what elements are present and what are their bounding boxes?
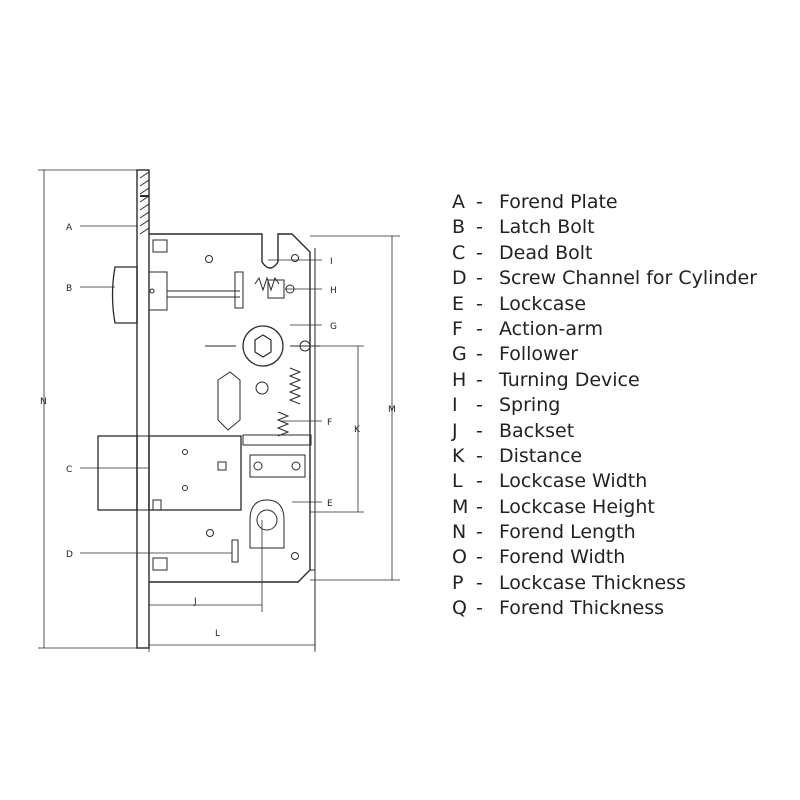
legend: A-Forend Plate B-Latch Bolt C-Dead Bolt … [452,190,757,622]
legend-item-k: K-Distance [452,444,583,467]
label-n: N [40,397,47,407]
label-m: M [388,405,396,415]
forend-plate [136,169,150,649]
label-f: F [327,418,332,428]
legend-item-o: O-Forend Width [452,546,626,569]
label-k: K [354,425,361,435]
label-b: B [66,284,72,294]
label-l: L [215,629,220,639]
label-e: E [327,499,333,509]
cylinder-channel [231,499,285,563]
legend-item-d: D-Screw Channel for Cylinder [452,267,758,290]
legend-item-q: Q-Forend Thickness [452,597,665,620]
action-arm [217,367,312,478]
legend-item-h: H-Turning Device [452,368,640,391]
legend-item-i: I-Spring [452,394,561,417]
legend-item-p: P-Lockcase Thickness [452,571,686,594]
legend-item-l: L-Lockcase Width [452,470,648,493]
label-i: I [330,257,333,267]
legend-item-m: M-Lockcase Height [452,495,655,518]
label-c: C [66,465,72,475]
label-a: A [66,223,73,233]
label-j: J [193,597,197,607]
legend-item-g: G-Follower [452,343,579,366]
follower [205,325,320,367]
legend-item-j: J-Backset [452,419,575,442]
legend-item-e: E-Lockcase [452,292,587,315]
label-g: G [330,322,337,332]
leader-lines [80,225,322,554]
label-d: D [66,550,73,560]
legend-item-a: A-Forend Plate [452,191,618,213]
label-h: H [330,286,337,296]
legend-item-c: C-Dead Bolt [452,241,593,264]
dead-bolt [97,435,242,511]
latch-bolt [111,266,240,324]
lockcase [149,233,316,650]
dimension-lines [38,169,400,652]
legend-item-b: B-Latch Bolt [452,216,595,239]
legend-item-f: F-Action-arm [452,317,603,340]
spring-assembly [234,271,295,309]
legend-item-n: N-Forend Length [452,521,636,544]
